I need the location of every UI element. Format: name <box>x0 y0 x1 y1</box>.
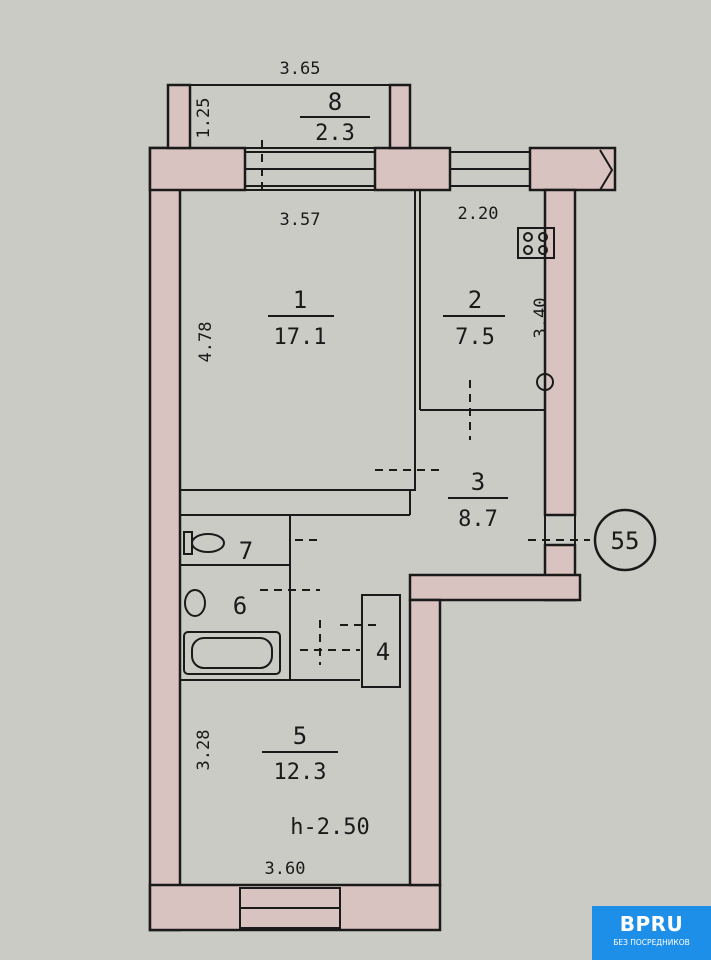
room-8-area: 2.3 <box>315 121 355 146</box>
balcony <box>189 84 391 149</box>
bathtub-icon <box>183 631 281 675</box>
sink-icon <box>536 373 554 391</box>
room-1-number: 1 <box>293 286 307 314</box>
room-4-number: 4 <box>376 638 390 666</box>
toilet-icon <box>183 531 225 555</box>
room-1-outline <box>179 189 416 491</box>
washbasin-icon <box>184 589 206 617</box>
wall-right-upper <box>543 188 577 517</box>
room-3-area: 8.7 <box>458 507 498 532</box>
room-6-number: 6 <box>233 592 247 620</box>
room-1-area: 17.1 <box>274 325 327 350</box>
stove-icon <box>517 227 555 259</box>
ceiling-height: h-2.50 <box>290 815 369 840</box>
partitions <box>179 84 576 929</box>
logo-subtitle: БЕЗ ПОСРЕДНИКОВ <box>613 938 690 947</box>
logo-title: BPRU <box>619 912 684 936</box>
balcony-depth: 1.25 <box>194 98 214 139</box>
closet-4 <box>361 594 401 688</box>
break-mark <box>599 149 614 191</box>
wall-left <box>148 146 182 932</box>
room-1-length: 4.78 <box>196 322 216 363</box>
room-5-number: 5 <box>293 722 307 750</box>
walls <box>148 83 617 932</box>
apartment-number-circle <box>593 508 657 572</box>
room-5-length: 3.28 <box>194 730 214 771</box>
apartment-number: 55 <box>611 527 640 555</box>
balcony-width: 3.65 <box>280 59 321 79</box>
room-7-number: 7 <box>239 537 253 565</box>
wall-step <box>408 573 582 602</box>
room-2-area: 7.5 <box>455 325 495 350</box>
fixtures <box>183 149 657 675</box>
bpru-logo: BPRU БЕЗ ПОСРЕДНИКОВ <box>592 906 711 960</box>
wall-top-mid <box>373 146 452 192</box>
wall-top-left <box>148 146 247 192</box>
wall-right-lower <box>408 598 442 887</box>
door-marks <box>260 140 590 665</box>
room-5-area: 12.3 <box>274 760 327 785</box>
room-8-number: 8 <box>328 88 342 116</box>
balcony-wall-right <box>388 83 412 150</box>
room-1-width: 3.57 <box>280 210 321 230</box>
room-3-number: 3 <box>471 468 485 496</box>
room-2-width: 2.20 <box>458 204 499 224</box>
balcony-wall-left <box>166 83 192 150</box>
entrance-door <box>544 514 576 546</box>
room-2-number: 2 <box>468 286 482 314</box>
room-2-length: 3.40 <box>531 298 551 339</box>
room-5-width: 3.60 <box>265 859 306 879</box>
